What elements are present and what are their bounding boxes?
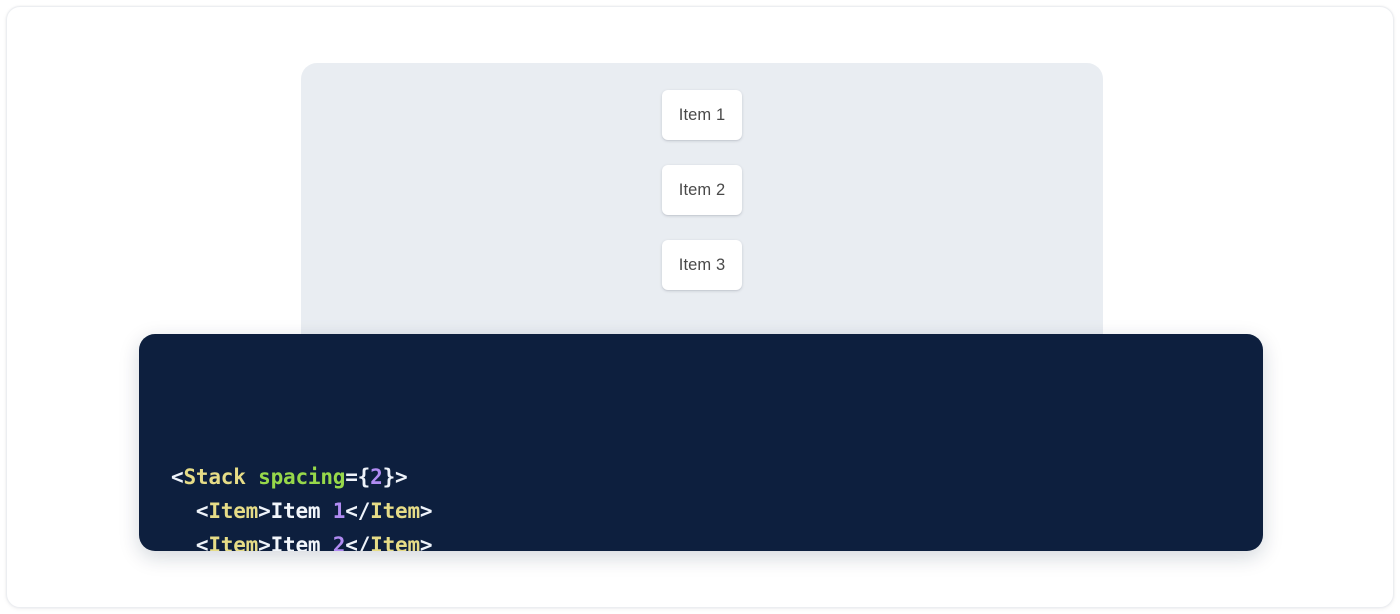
code-line: <Item>Item 2</Item>	[171, 529, 1231, 551]
code-line: <Stack spacing={2}>	[171, 461, 1231, 495]
code-token-attr: spacing	[258, 465, 346, 490]
code-token-punct: <	[195, 499, 209, 524]
code-token-tag: Item	[370, 499, 420, 524]
code-token-tag: Item	[208, 499, 259, 524]
code-token-punct: }>	[382, 465, 408, 490]
code-token-punct: <	[171, 465, 184, 490]
stack-container: Item 1 Item 2 Item 3	[301, 63, 1103, 290]
code-token-punct: ={	[345, 465, 371, 490]
code-line: <Item>Item 1</Item>	[171, 495, 1231, 529]
stack-item[interactable]: Item 3	[662, 240, 742, 290]
code-token-text: Item	[270, 499, 333, 524]
code-token-text: Item	[270, 532, 333, 551]
code-token-punct: >	[419, 499, 433, 524]
stack-item[interactable]: Item 1	[662, 90, 742, 140]
code-token-num: 1	[332, 499, 346, 524]
code-token-num: 2	[332, 532, 346, 551]
code-token-punct: >	[258, 532, 271, 551]
code-block: <Stack spacing={2}> <Item>Item 1</Item> …	[139, 334, 1263, 551]
code-token-tag: Item	[370, 532, 420, 551]
code-token-num: 2	[370, 465, 383, 490]
code-token-tag: Stack	[183, 465, 246, 490]
stack-item[interactable]: Item 2	[662, 165, 742, 215]
code-token-punct: <	[195, 532, 209, 551]
code-token-punct: >	[419, 532, 433, 551]
code-token-text	[246, 465, 258, 489]
code-token-punct: </	[345, 499, 371, 524]
code-token-punct: </	[345, 532, 371, 551]
code-token-tag: Item	[208, 532, 259, 551]
code-token-punct: >	[258, 499, 271, 524]
code-snippet: <Stack spacing={2}> <Item>Item 1</Item> …	[171, 360, 1231, 551]
